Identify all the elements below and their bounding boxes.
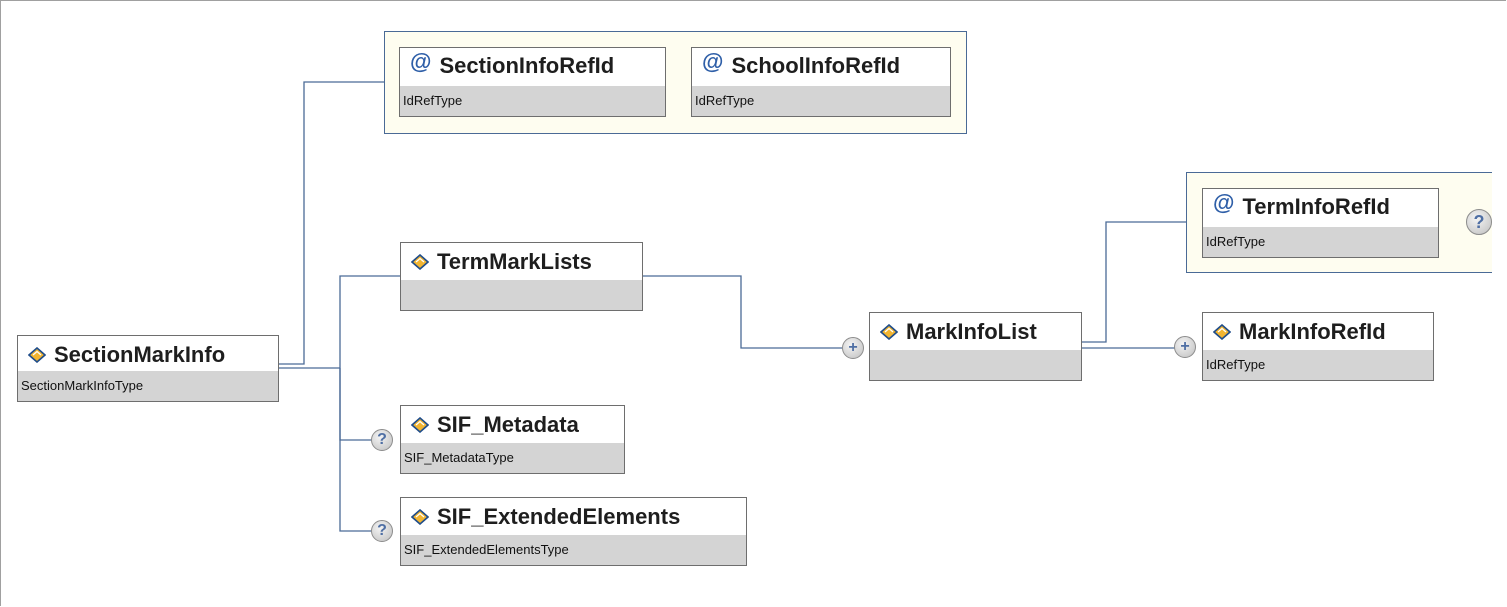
node-type: IdRefType bbox=[692, 86, 950, 116]
node-type: IdRefType bbox=[1203, 350, 1433, 380]
connector-root-to-attributes bbox=[279, 81, 384, 365]
node-type: IdRefType bbox=[400, 86, 665, 116]
node-type: IdRefType bbox=[1203, 227, 1438, 257]
node-type: SIF_ExtendedElementsType bbox=[401, 535, 746, 565]
at-sign-icon: @ bbox=[1213, 190, 1235, 215]
element-diamond-icon bbox=[880, 324, 898, 340]
element-node-sif-metadata[interactable]: SIF_Metadata SIF_MetadataType bbox=[400, 405, 625, 474]
node-name: SectionInfoRefId bbox=[439, 53, 615, 78]
element-node-markinfolist[interactable]: MarkInfoList bbox=[869, 312, 1082, 381]
connector-sequence-to-sif-extended bbox=[339, 368, 372, 532]
at-sign-icon: @ bbox=[702, 49, 724, 74]
plus-badge-icon[interactable]: + bbox=[842, 337, 864, 359]
node-name: SectionMarkInfo bbox=[54, 342, 226, 367]
node-type bbox=[401, 280, 642, 310]
element-diamond-icon bbox=[28, 347, 46, 363]
node-name: MarkInfoRefId bbox=[1239, 319, 1386, 344]
attribute-node-terminforefid[interactable]: @ TermInfoRefId IdRefType bbox=[1202, 188, 1439, 258]
question-badge-icon: ? bbox=[371, 520, 393, 542]
node-name: SIF_Metadata bbox=[437, 412, 579, 437]
node-type: SectionMarkInfoType bbox=[18, 371, 278, 401]
question-badge-icon: ? bbox=[1466, 209, 1492, 235]
at-sign-icon: @ bbox=[410, 49, 432, 74]
node-type bbox=[870, 350, 1081, 380]
element-node-markinforefid[interactable]: MarkInfoRefId IdRefType bbox=[1202, 312, 1434, 381]
element-diamond-icon bbox=[411, 509, 429, 525]
attribute-node-schoolinforefid[interactable]: @ SchoolInfoRefId IdRefType bbox=[691, 47, 951, 117]
node-name: MarkInfoList bbox=[906, 319, 1037, 344]
attribute-node-sectioninforefid[interactable]: @ SectionInfoRefId IdRefType bbox=[399, 47, 666, 117]
element-node-termmarklists[interactable]: TermMarkLists bbox=[400, 242, 643, 311]
node-name: TermMarkLists bbox=[437, 249, 592, 274]
node-name: TermInfoRefId bbox=[1242, 194, 1390, 219]
connector-termmarklists-to-markinfolist bbox=[643, 275, 842, 349]
connector-sequence-to-termmarklists bbox=[339, 275, 400, 368]
node-name: SIF_ExtendedElements bbox=[437, 504, 681, 529]
connector-sequence-to-sif-metadata bbox=[339, 368, 372, 441]
element-diamond-icon bbox=[411, 417, 429, 433]
connector-markinfolist-to-attributes bbox=[1082, 221, 1186, 343]
node-name: SchoolInfoRefId bbox=[731, 53, 901, 78]
plus-badge-icon[interactable]: + bbox=[1174, 336, 1196, 358]
question-badge-icon: ? bbox=[371, 429, 393, 451]
element-diamond-icon bbox=[1213, 324, 1231, 340]
element-node-sif-extendedelements[interactable]: SIF_ExtendedElements SIF_ExtendedElement… bbox=[400, 497, 747, 566]
element-diamond-icon bbox=[411, 254, 429, 270]
node-type: SIF_MetadataType bbox=[401, 443, 624, 473]
element-node-sectionmarkinfo[interactable]: SectionMarkInfo SectionMarkInfoType bbox=[17, 335, 279, 402]
